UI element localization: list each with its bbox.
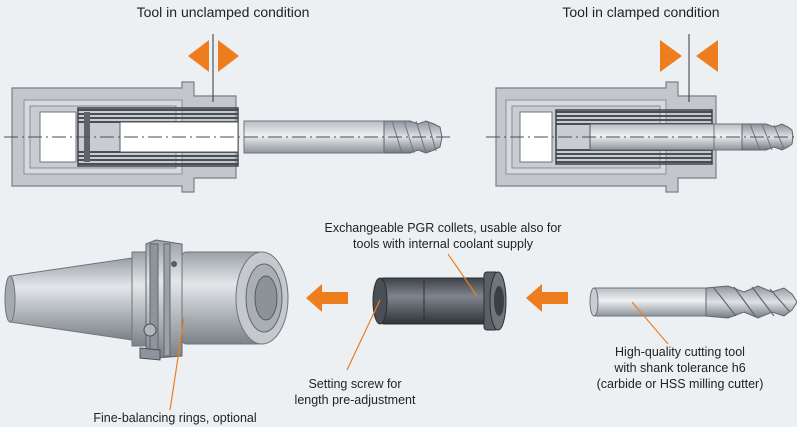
unclamped-section-view <box>4 34 452 193</box>
pgr-collet-illustration <box>372 271 507 331</box>
tool-holder-illustration <box>4 239 289 361</box>
cutting-tool-illustration <box>589 285 797 319</box>
collets-label-line-2: tools with internal coolant supply <box>353 237 533 251</box>
collets-label: Exchangeable PGR collets, usable also fo… <box>298 220 588 252</box>
cutting-tool-label-line-1: High-quality cutting tool <box>615 345 745 359</box>
setting-screw-label: Setting screw for length pre-adjustment <box>270 376 440 408</box>
setting-screw-label-line-2: length pre-adjustment <box>294 393 416 407</box>
clamped-title: Tool in clamped condition <box>562 4 720 20</box>
clamped-section-view <box>486 34 797 193</box>
cutting-tool-label-line-2: with shank tolerance h6 <box>614 361 746 375</box>
unclamped-title: Tool in unclamped condition <box>136 4 310 20</box>
insert-arrows <box>306 284 568 312</box>
cutting-tool-label-line-3: (carbide or HSS milling cutter) <box>596 377 764 391</box>
cutting-tool-label: High-quality cutting tool with shank tol… <box>580 344 780 392</box>
collets-label-line-1: Exchangeable PGR collets, usable also fo… <box>324 221 562 235</box>
balancing-label: Fine-balancing rings, optional <box>93 411 257 425</box>
setting-screw-label-line-1: Setting screw for <box>308 377 402 391</box>
leader-lines <box>169 253 669 411</box>
